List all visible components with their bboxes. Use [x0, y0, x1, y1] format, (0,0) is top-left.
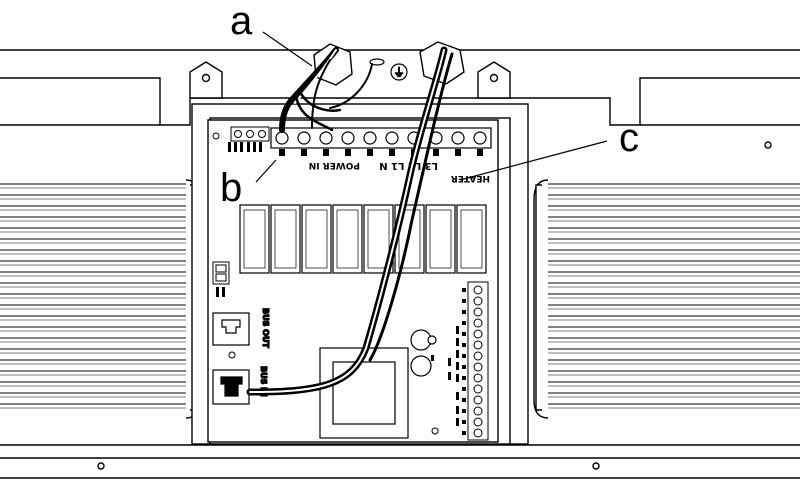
strip-marking — [462, 376, 466, 380]
relay-inner — [429, 209, 452, 269]
strip-body — [467, 281, 489, 441]
strip-marking — [462, 409, 466, 413]
relay-inner — [243, 209, 266, 269]
power-in-label: POWER IN — [309, 160, 360, 170]
terminal-marking — [389, 149, 395, 156]
strip-marking — [462, 343, 466, 347]
strip-marking — [462, 321, 466, 325]
terminal-marking — [433, 149, 439, 156]
mounting-tab-right — [477, 61, 511, 99]
strip-terminal — [473, 307, 483, 317]
control-terminal-strip — [462, 281, 489, 441]
relay-inner — [398, 209, 421, 269]
relay — [332, 204, 363, 274]
mounting-tab-left — [189, 61, 223, 99]
relay — [456, 204, 487, 274]
terminal-marking — [279, 149, 285, 156]
relay-inner — [274, 209, 297, 269]
strip-marking — [462, 420, 466, 424]
terminal-marking — [477, 149, 483, 156]
strip-terminal — [473, 318, 483, 328]
strip-terminal — [473, 362, 483, 372]
callout-a-label: a — [230, 0, 253, 43]
strip-terminal — [473, 384, 483, 394]
phase-labels: L3 L2 L1 N — [379, 160, 438, 171]
terminal-marking — [323, 149, 329, 156]
terminal-marking — [367, 149, 373, 156]
strip-marking — [462, 431, 466, 435]
callout-b-label: b — [220, 166, 242, 210]
wiring — [246, 46, 454, 396]
relay — [239, 204, 270, 274]
terminal-screw — [363, 131, 377, 145]
terminal-screw — [319, 131, 333, 145]
strip-terminal — [473, 417, 483, 427]
relay-inner — [460, 209, 483, 269]
strip-marking — [462, 299, 466, 303]
terminal-marking — [455, 149, 461, 156]
strip-marking — [462, 332, 466, 336]
strip-marking — [462, 387, 466, 391]
aux-connector-top — [230, 126, 270, 142]
strip-terminal — [473, 395, 483, 405]
housing-frame — [0, 49, 800, 479]
bus-in-socket: BUS IN — [212, 365, 269, 405]
heating-fins-right — [540, 183, 800, 409]
strip-terminal — [473, 351, 483, 361]
terminal-screw — [297, 131, 311, 145]
terminal-screw — [341, 131, 355, 145]
bus-out-socket: BUS OUT — [212, 307, 271, 349]
strip-terminal — [473, 329, 483, 339]
aux-connector-left — [212, 261, 230, 285]
transformer — [319, 347, 409, 439]
terminal-marking — [301, 149, 307, 156]
relay — [270, 204, 301, 274]
strip-marking — [462, 365, 466, 369]
terminal-block: POWER IN L3 L2 L1 N HEATER — [270, 127, 492, 183]
heater-label: HEATER — [451, 173, 490, 183]
ground-symbol: ⏚ — [394, 66, 405, 79]
callout-b: b — [220, 159, 277, 210]
capacitors — [410, 329, 437, 377]
bus-in-label: BUS IN — [259, 366, 268, 397]
callout-c: c — [459, 116, 639, 181]
bus-out-label: BUS OUT — [261, 308, 270, 348]
strip-terminal — [473, 340, 483, 350]
terminal-screw — [451, 131, 465, 145]
board-fine-print — [216, 142, 459, 426]
strip-terminal — [473, 296, 483, 306]
strip-terminal — [473, 406, 483, 416]
relay-inner — [336, 209, 359, 269]
ground-terminal: ⏚ — [369, 58, 408, 81]
terminal-marking — [345, 149, 351, 156]
strip-marking — [462, 354, 466, 358]
callout-a: a — [230, 0, 313, 67]
relay — [425, 204, 456, 274]
strip-terminal — [473, 428, 483, 438]
strip-marking — [462, 398, 466, 402]
strip-terminal — [473, 285, 483, 295]
strip-marking — [462, 288, 466, 292]
strip-marking — [462, 310, 466, 314]
callout-c-label: c — [619, 116, 639, 160]
relay-inner — [305, 209, 328, 269]
strip-terminal — [473, 373, 483, 383]
terminal-screw — [385, 131, 399, 145]
terminal-screw — [275, 131, 289, 145]
heating-fins-left — [0, 183, 192, 409]
relay — [301, 204, 332, 274]
terminal-screw — [473, 131, 487, 145]
relay-inner — [367, 209, 390, 269]
